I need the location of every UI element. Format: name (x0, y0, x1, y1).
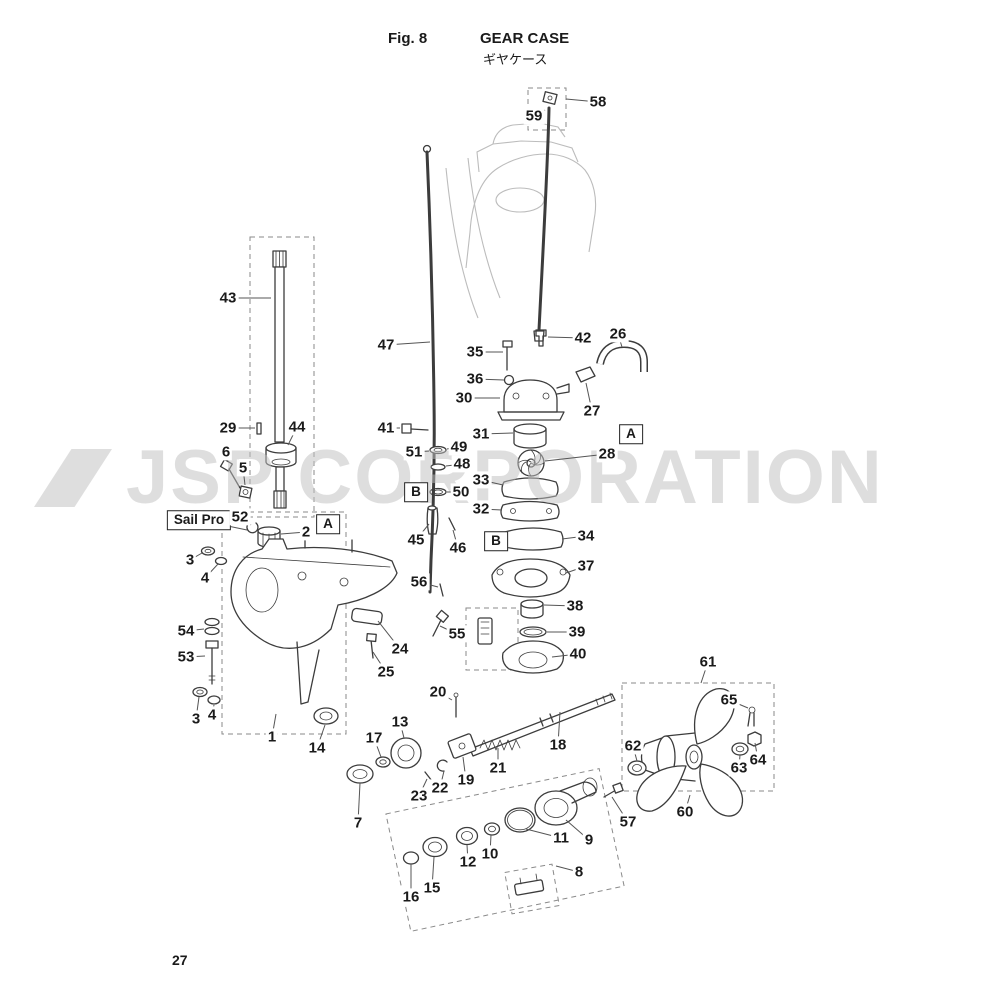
part-number-label: 5 (236, 459, 250, 477)
part-number-label: 18 (547, 736, 569, 754)
part-number-label: 23 (408, 787, 430, 805)
part-number-label: 26 (607, 325, 629, 343)
part-number-label: 56 (408, 573, 430, 591)
page-title: GEAR CASE (480, 30, 570, 47)
part-number-label: 47 (375, 336, 397, 354)
part-number-label: 14 (306, 739, 328, 757)
part-number-label: 49 (448, 438, 470, 456)
part-number-label: 6 (219, 443, 233, 461)
left-fasteners-drawing (192, 458, 281, 705)
part-number-label: 58 (587, 93, 609, 111)
part-number-label: 57 (617, 813, 639, 831)
part-number-label: 30 (453, 389, 475, 407)
bearing-carrier-drawing (402, 777, 624, 896)
gear-case-housing-drawing (230, 535, 450, 725)
shift-link-drawing (533, 91, 558, 342)
part-number-label: 3 (183, 551, 197, 569)
part-number-label: 33 (470, 471, 492, 489)
part-number-label: 36 (464, 370, 486, 388)
part-number-label: 29 (217, 419, 239, 437)
part-number-label: 9 (582, 831, 596, 849)
figure-number: Fig. 8 (388, 30, 428, 47)
part-number-label: 20 (427, 683, 449, 701)
part-number-label: 4 (205, 706, 219, 724)
part-number-label: 4 (198, 569, 212, 587)
part-number-label: 34 (575, 527, 597, 545)
dashed-group-boxes (221, 87, 775, 932)
part-number-label: 52 (229, 508, 251, 526)
page-title-japanese: ギヤケース (483, 52, 548, 67)
prop-shaft-drawing (346, 692, 616, 784)
part-number-label: 43 (217, 289, 239, 307)
boxed-ref-label: A (619, 424, 643, 444)
part-number-label: 2 (299, 523, 313, 541)
part-number-label: 3 (189, 710, 203, 728)
part-number-label: 24 (389, 640, 411, 658)
part-number-label: 45 (405, 531, 427, 549)
boxed-ref-label: A (316, 514, 340, 534)
boxed-ref-label: Sail Pro (166, 510, 232, 530)
part-number-label: 7 (351, 814, 365, 832)
shift-rod-drawing (401, 144, 456, 594)
part-number-label: 22 (429, 779, 451, 797)
boxed-ref-label: B (404, 482, 428, 502)
part-number-label: 44 (286, 418, 308, 436)
part-number-label: 13 (389, 713, 411, 731)
part-number-label: 63 (728, 759, 750, 777)
part-number-label: 16 (400, 888, 422, 906)
boxed-ref-label: B (484, 531, 508, 551)
part-number-label: 55 (446, 625, 468, 643)
part-number-label: 59 (523, 107, 545, 125)
part-number-label: 31 (470, 425, 492, 443)
part-number-label: 15 (421, 879, 443, 897)
part-number-label: 37 (575, 557, 597, 575)
part-number-label: 32 (470, 500, 492, 518)
page-number: 27 (172, 952, 188, 968)
part-number-label: 65 (718, 691, 740, 709)
part-number-label: 35 (464, 343, 486, 361)
part-number-label: 17 (363, 729, 385, 747)
part-number-label: 27 (581, 402, 603, 420)
propeller-drawing (627, 688, 762, 817)
part-number-label: 39 (566, 623, 588, 641)
part-number-label: 21 (487, 759, 509, 777)
water-pump-assembly-drawing (477, 329, 648, 674)
part-number-label: 48 (451, 455, 473, 473)
part-number-label: 38 (564, 597, 586, 615)
part-number-label: 25 (375, 663, 397, 681)
part-number-label: 64 (747, 751, 769, 769)
part-number-label: 41 (375, 419, 397, 437)
part-number-label: 10 (479, 845, 501, 863)
part-number-label: 60 (674, 803, 696, 821)
part-number-label: 46 (447, 539, 469, 557)
part-number-label: 12 (457, 853, 479, 871)
part-number-label: 11 (551, 829, 571, 847)
part-number-label: 28 (596, 445, 618, 463)
part-number-label: 54 (175, 622, 197, 640)
part-number-label: 8 (572, 863, 586, 881)
part-number-label: 42 (572, 329, 594, 347)
drive-shaft-drawing (256, 250, 297, 509)
part-number-label: 53 (175, 648, 197, 666)
part-number-label: 19 (455, 771, 477, 789)
part-number-label: 50 (450, 483, 472, 501)
part-number-label: 51 (403, 443, 425, 461)
part-number-label: 62 (622, 737, 644, 755)
part-number-label: 1 (265, 728, 279, 746)
part-number-label: 61 (697, 653, 719, 671)
part-number-label: 40 (567, 645, 589, 663)
